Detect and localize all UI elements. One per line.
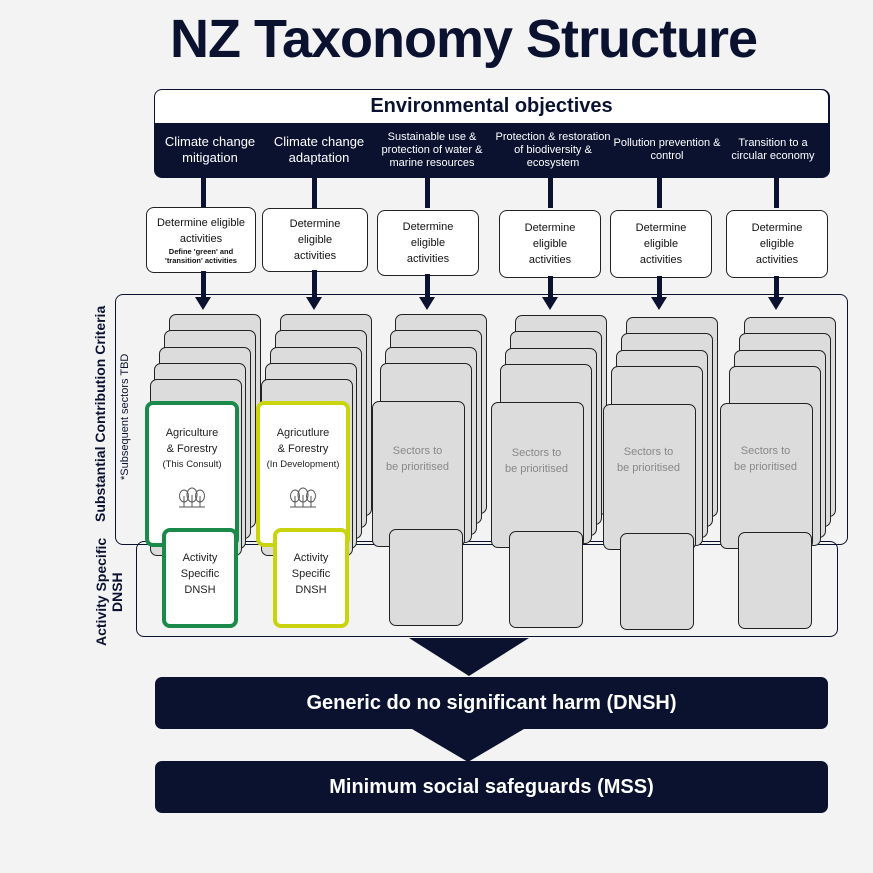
arrowhead	[306, 297, 322, 310]
arrow-connector	[548, 176, 553, 208]
sector-card-stack	[491, 402, 584, 548]
dnsh-placeholder-card	[738, 532, 812, 629]
arrow-connector	[548, 276, 553, 299]
dnsh-frame	[136, 541, 838, 637]
arrow-connector	[774, 176, 779, 208]
criteria-frame	[115, 294, 848, 545]
objectives-header: Environmental objectives	[155, 90, 828, 123]
arrow-connector	[312, 270, 317, 299]
arrow-connector	[657, 176, 662, 208]
sector-card-stack	[603, 404, 696, 550]
determine-box-mitigation: Determine eligible activities Define 'gr…	[146, 207, 256, 273]
dnsh-placeholder-card	[509, 531, 583, 628]
objective-pollution: Pollution prevention & control	[613, 137, 721, 162]
sector-card-stack	[372, 401, 465, 547]
arrowhead	[419, 297, 435, 310]
objective-mitigation: Climate change mitigation	[164, 134, 256, 165]
down-arrow	[412, 729, 524, 762]
objective-water: Sustainable use & protection of water & …	[381, 130, 483, 169]
arrowhead	[195, 297, 211, 310]
trees-icon	[290, 487, 316, 508]
objective-biodiversity: Protection & restoration of biodiversity…	[495, 130, 611, 169]
arrow-connector	[201, 176, 206, 208]
objective-adaptation: Climate change adaptation	[273, 134, 365, 165]
page-title: NZ Taxonomy Structure	[170, 9, 758, 69]
arrow-connector	[425, 274, 430, 299]
activity-dnsh-card-consult: Activity Specific DNSH	[162, 528, 238, 628]
dnsh-label-line2: DNSH	[109, 572, 125, 612]
agriculture-card-development: Agricutlure & Forestry (In Development)	[256, 401, 350, 547]
arrowhead	[651, 297, 667, 310]
arrow-connector	[201, 271, 206, 299]
criteria-label: Substantial Contribution Criteria	[92, 305, 108, 522]
trees-icon	[179, 487, 205, 508]
arrowhead	[542, 297, 558, 310]
arrow-connector	[312, 176, 317, 208]
dnsh-placeholder-card	[389, 529, 463, 626]
generic-dnsh-bar: Generic do no significant harm (DNSH)	[155, 677, 828, 729]
arrowhead	[768, 297, 784, 310]
dnsh-placeholder-card	[620, 533, 694, 630]
subsequent-sectors-note: *Subsequent sectors TBD	[119, 353, 131, 480]
sector-card-stack	[720, 403, 813, 549]
arrow-connector	[774, 276, 779, 299]
down-arrow	[409, 638, 529, 676]
activity-dnsh-card-development: Activity Specific DNSH	[273, 528, 349, 628]
agriculture-card-consult: Agriculture & Forestry (This Consult)	[145, 401, 239, 547]
mss-bar: Minimum social safeguards (MSS)	[155, 761, 828, 813]
dnsh-label-line1: Activity Specific	[93, 537, 109, 646]
objective-circular: Transition to a circular economy	[731, 137, 815, 162]
arrow-connector	[425, 176, 430, 208]
arrow-connector	[657, 276, 662, 299]
